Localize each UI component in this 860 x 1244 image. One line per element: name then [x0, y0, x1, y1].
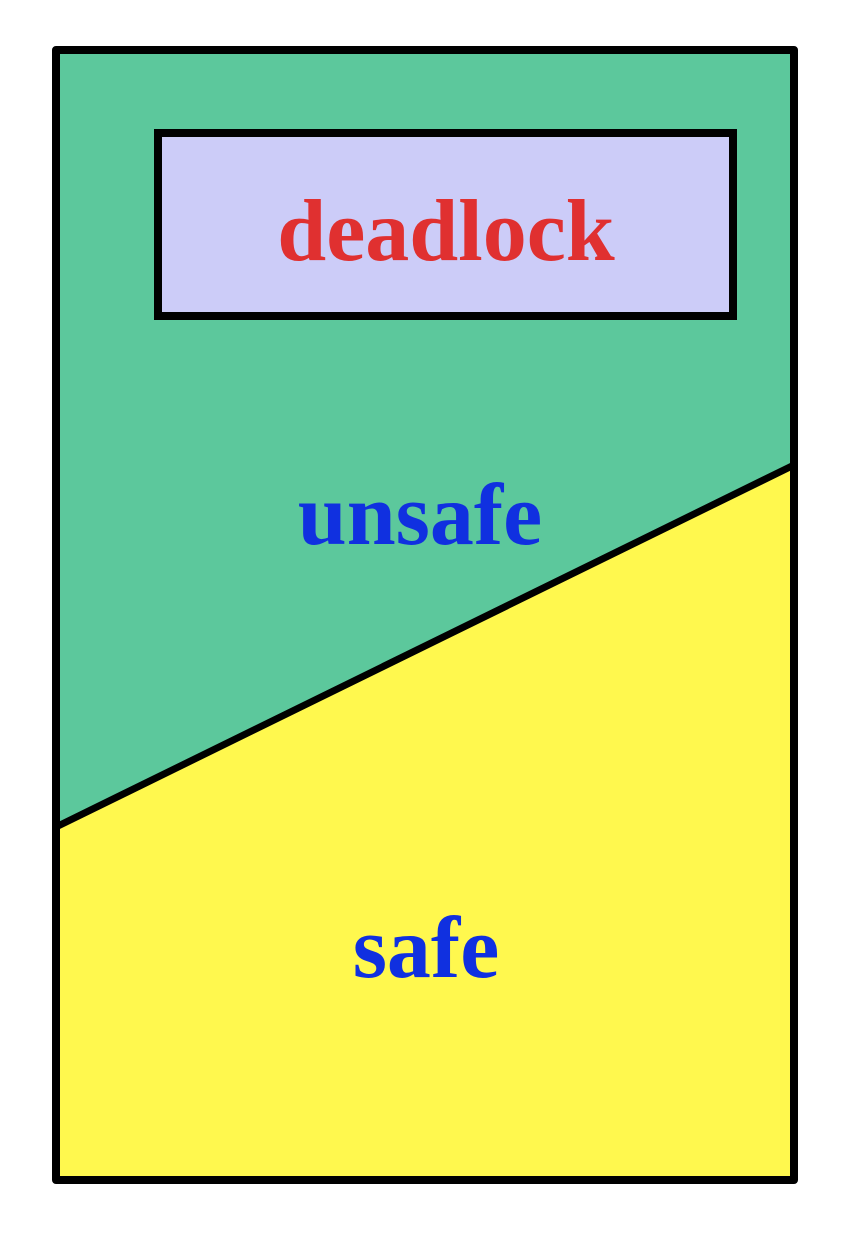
- unsafe-label: unsafe: [298, 467, 543, 564]
- deadlock-region: [154, 129, 737, 320]
- safe-unsafe-boundary: [54, 461, 796, 831]
- state-space-frame: [52, 46, 798, 1184]
- safe-region: [56, 465, 794, 1180]
- deadlock-label: deadlock: [277, 183, 614, 280]
- safe-label: safe: [353, 900, 500, 997]
